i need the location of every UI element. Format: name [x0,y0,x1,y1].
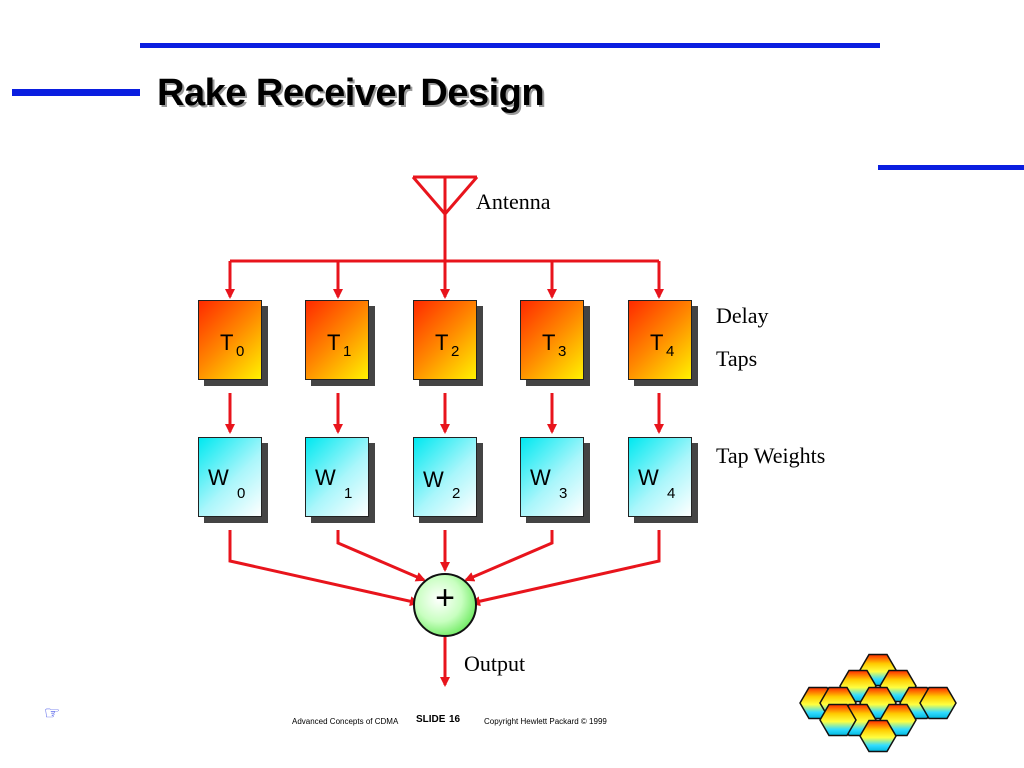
hexagon-cluster-logo [799,653,957,753]
tap-weight-symbol: W [530,465,551,490]
tap-weight-box-1: W 1 [305,437,369,517]
tap-weights-label: Tap Weights [716,443,826,468]
hexagon-cell [919,686,957,720]
tap-weight-symbol: W [315,465,336,490]
hexagon-cell [859,719,897,753]
delay-tap-index: 1 [343,343,352,360]
delay-tap-index: 0 [236,343,245,360]
delay-tap-symbol: T [327,330,341,355]
right-rule [878,165,1024,170]
delay-tap-index: 3 [558,343,567,360]
weight-to-sum-3 [464,530,554,582]
slide-footer: Advanced Concepts of CDMA SLIDE 16 Copyr… [0,714,1024,730]
tap-weight-box-0: W 0 [198,437,262,517]
tap-weight-symbol: W [208,465,229,490]
tap-weight-box-3: W 3 [520,437,584,517]
tap-weight-index: 3 [559,485,568,502]
antenna-label: Antenna [476,189,551,214]
delay-taps-label-line2: Taps [716,346,758,371]
tap-weight-box-4: W 4 [628,437,692,517]
tap-weight-index: 0 [237,485,246,502]
delay-tap-index: 2 [451,343,460,360]
tap-weight-symbol: W [423,467,444,492]
weight-to-sum-4 [470,530,661,607]
delay-tap-box-4: T 4 [628,300,692,380]
delay-taps-label-line1: Delay [716,303,769,328]
output-label: Output [464,651,526,676]
tap-weight-box-2: W 2 [413,437,477,517]
top-rule [140,43,880,48]
delay-tap-symbol: T [435,330,449,355]
delay-tap-symbol: T [220,330,234,355]
delay-tap-box-2: T 2 [413,300,477,380]
delay-tap-index: 4 [666,343,675,360]
footer-course: Advanced Concepts of CDMA [292,717,399,726]
pointing-hand-icon[interactable]: ☞ [44,703,61,723]
weight-to-sum-1 [336,530,426,582]
tap-weight-index: 4 [667,485,676,502]
delay-tap-symbol: T [650,330,664,355]
slide-title: Rake Receiver Design [157,72,545,114]
summing-junction: + [413,573,477,637]
delay-tap-symbol: T [542,330,556,355]
footer-slide-number: 16 [449,714,461,725]
tap-weight-index: 2 [452,485,461,502]
delay-tap-box-3: T 3 [520,300,584,380]
plus-symbol: + [435,579,455,617]
delay-tap-box-1: T 1 [305,300,369,380]
left-rule [12,89,140,96]
footer-slide-label: SLIDE [416,714,446,725]
hexagon-cell [819,703,857,737]
delay-tap-box-0: T 0 [198,300,262,380]
weight-to-sum-0 [228,530,420,607]
tap-weight-index: 1 [344,485,353,502]
tap-weight-symbol: W [638,465,659,490]
footer-copyright: Copyright Hewlett Packard © 1999 [484,717,607,726]
